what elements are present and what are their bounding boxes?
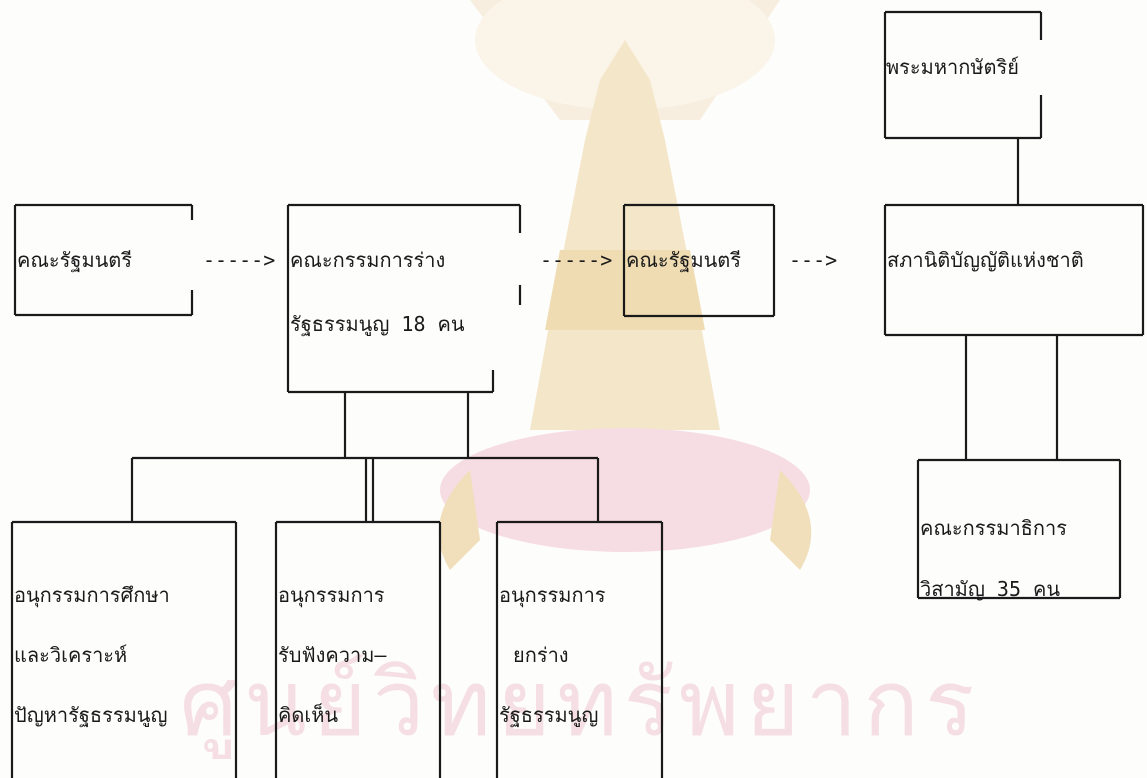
node-special-committee-line-2: วิสามัญ 35 คน xyxy=(920,577,1061,601)
arrow-drafting-to-cabinet: -----> xyxy=(540,248,613,272)
node-subcommittee-hearing-line-3: คิดเห็น xyxy=(278,703,339,727)
node-drafting-committee-line-2: รัฐธรรมนูญ 18 คน xyxy=(290,312,465,336)
node-cabinet-2-line-1: คณะรัฐมนตรี xyxy=(626,248,742,272)
node-cabinet-1-line-1: คณะรัฐมนตรี xyxy=(17,248,133,272)
node-king-line-1: พระมหากษัตริย์ xyxy=(886,55,1020,79)
node-subcommittee-hearing-line-2: รับฟังความ– xyxy=(278,643,387,667)
node-subcommittee-study-line-1: อนุกรรมการศึกษา xyxy=(14,583,170,607)
node-drafting-committee-line-1: คณะกรรมการร่าง xyxy=(290,248,446,272)
node-subcommittee-drafting-line-2: ยกร่าง xyxy=(513,643,569,667)
arrow-cabinet-to-drafting: -----> xyxy=(203,248,276,272)
node-subcommittee-study-line-2: และวิเคราะห์ xyxy=(14,643,128,667)
node-subcommittee-study-line-3: ปัญหารัฐธรรมนูญ xyxy=(14,703,168,727)
node-subcommittee-drafting-line-3: รัฐธรรมนูญ xyxy=(499,703,599,727)
node-subcommittee-drafting-line-1: อนุกรรมการ xyxy=(499,583,606,607)
node-special-committee-line-1: คณะกรรมาธิการ xyxy=(920,516,1067,540)
node-national-assembly-line-1: สภานิติบัญญัติแห่งชาติ xyxy=(887,248,1084,272)
arrow-cabinet-to-assembly: ---> xyxy=(789,248,838,272)
node-subcommittee-hearing-line-1: อนุกรรมการ xyxy=(278,583,385,607)
